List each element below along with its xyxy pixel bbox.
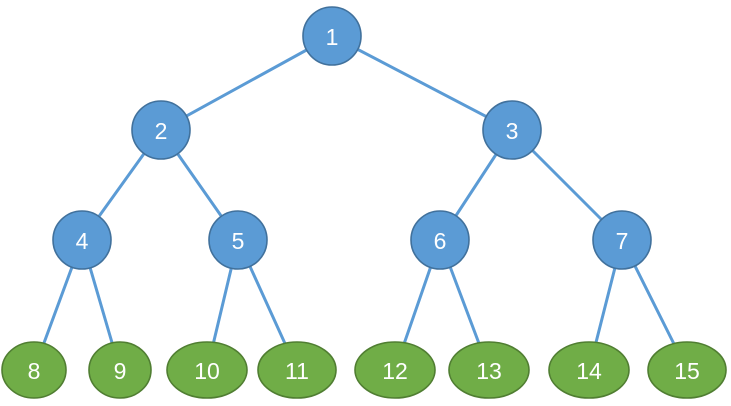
node-label-8: 8 [28,358,41,384]
leaf-node-shape-14 [548,341,630,399]
tree-node-13: 13 [448,341,530,399]
leaf-node-shape-11 [257,341,337,399]
leaf-node-shape-10 [166,341,248,399]
tree-node-10: 10 [166,341,248,399]
internal-node-shape-5 [208,210,268,270]
node-label-12: 12 [382,358,408,384]
tree-node-1: 1 [302,6,362,66]
node-label-10: 10 [194,358,220,384]
internal-node-shape-7 [592,210,652,270]
tree-node-9: 9 [88,341,152,399]
node-label-14: 14 [576,358,602,384]
internal-node-shape-4 [52,210,112,270]
tree-node-4: 4 [52,210,112,270]
node-label-1: 1 [326,24,339,50]
tree-node-15: 15 [647,341,727,399]
internal-node-shape-6 [410,210,470,270]
edge-n1-n2 [159,34,334,132]
node-label-3: 3 [506,118,519,144]
leaf-node-shape-9 [88,341,152,399]
node-label-6: 6 [434,228,447,254]
node-label-9: 9 [114,358,127,384]
tree-node-2: 2 [131,100,191,160]
internal-node-shape-2 [131,100,191,160]
tree-node-3: 3 [482,100,542,160]
leaf-node-shape-15 [647,341,727,399]
tree-node-6: 6 [410,210,470,270]
node-label-5: 5 [232,228,245,254]
tree-edges [32,34,689,372]
node-label-4: 4 [76,228,89,254]
tree-node-14: 14 [548,341,630,399]
leaf-node-shape-13 [448,341,530,399]
leaf-node-shape-12 [354,341,436,399]
internal-node-shape-1 [302,6,362,66]
node-label-7: 7 [616,228,629,254]
tree-node-12: 12 [354,341,436,399]
tree-node-11: 11 [257,341,337,399]
internal-node-shape-3 [482,100,542,160]
tree-node-7: 7 [592,210,652,270]
leaf-node-shape-8 [1,341,67,399]
node-label-2: 2 [155,118,168,144]
node-label-13: 13 [476,358,502,384]
node-label-11: 11 [285,358,309,384]
edge-n1-n3 [330,34,514,132]
node-label-15: 15 [674,358,700,384]
tree-node-8: 8 [1,341,67,399]
tree-node-5: 5 [208,210,268,270]
